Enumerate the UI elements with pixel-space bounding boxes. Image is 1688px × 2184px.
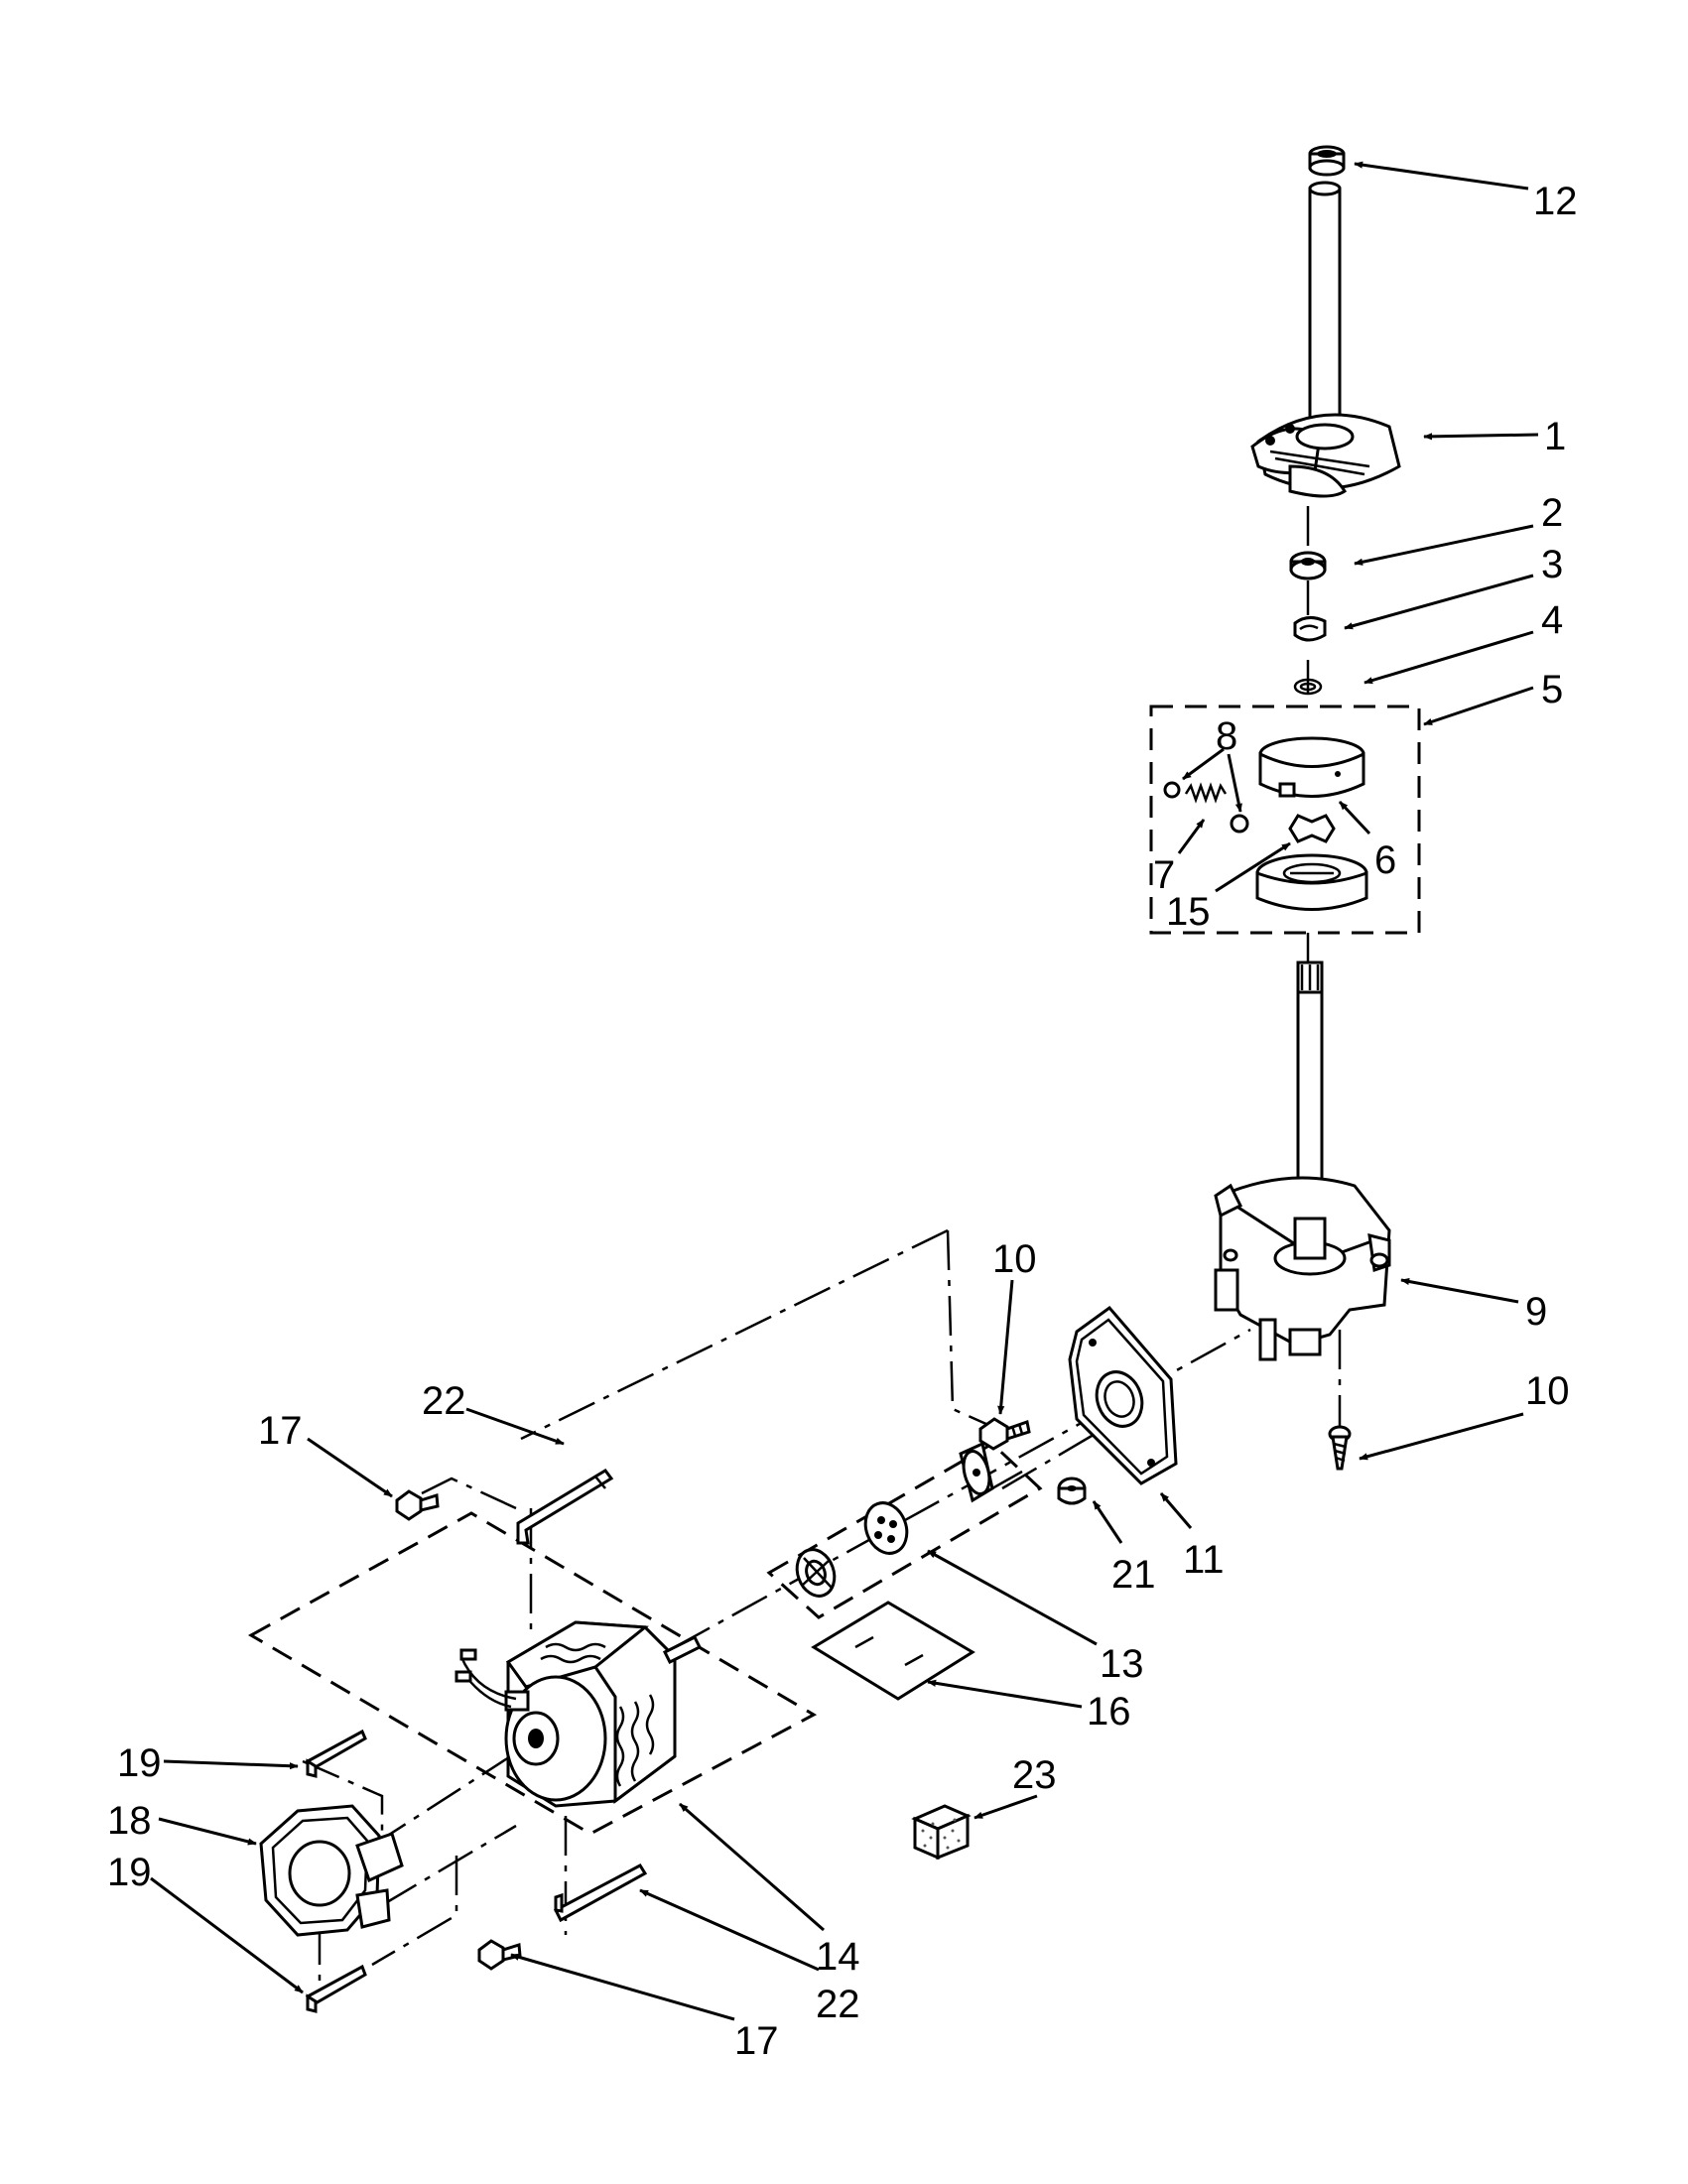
part-17-screw-lower xyxy=(477,1939,522,1971)
callout-22-upper: 22 xyxy=(422,1379,466,1423)
grouping-boxes xyxy=(247,705,1421,1836)
leader-arrows xyxy=(150,161,1539,2021)
callout-4: 4 xyxy=(1541,598,1563,642)
callout-labels: 12 1 2 3 4 5 8 7 6 15 10 9 10 22 17 21 1… xyxy=(107,180,1578,2063)
callout-19-upper: 19 xyxy=(117,1741,162,1785)
callout-6: 6 xyxy=(1374,838,1396,882)
callout-9: 9 xyxy=(1525,1290,1547,1334)
part-2-washer xyxy=(1289,551,1327,580)
callout-19-lower: 19 xyxy=(107,1851,152,1894)
part-9-gearcase xyxy=(1214,1176,1391,1361)
part-11-mounting-plate xyxy=(1068,1305,1178,1485)
part-23-foam-block xyxy=(911,1804,972,1861)
part-18-drain-pump xyxy=(259,1804,404,1937)
callout-10-lower: 10 xyxy=(1525,1369,1570,1413)
callout-23: 23 xyxy=(1012,1753,1057,1797)
callout-1: 1 xyxy=(1544,415,1566,458)
callout-5: 5 xyxy=(1541,668,1563,711)
callout-11: 11 xyxy=(1183,1538,1225,1582)
callout-22-lower: 22 xyxy=(816,1983,860,2026)
part-10-screw-upper xyxy=(978,1417,1031,1451)
callout-3: 3 xyxy=(1541,543,1563,586)
callout-12: 12 xyxy=(1533,180,1578,223)
callout-8: 8 xyxy=(1216,714,1237,758)
callout-21: 21 xyxy=(1111,1553,1156,1597)
coupling-assembly-box xyxy=(766,1442,1043,1619)
callout-17-lower: 17 xyxy=(734,2019,779,2063)
part-10-screw-lower xyxy=(1328,1425,1352,1471)
assembly-lines xyxy=(302,506,1342,1990)
callout-17-upper: 17 xyxy=(258,1409,303,1453)
part-13-drive-coupling xyxy=(795,1441,994,1598)
part-19-clip-upper xyxy=(305,1729,367,1778)
callout-18: 18 xyxy=(107,1799,152,1843)
callout-13: 13 xyxy=(1100,1642,1144,1686)
part-3-clip xyxy=(1293,616,1327,642)
part-22-bracket-upper xyxy=(516,1469,614,1545)
callout-7: 7 xyxy=(1153,853,1175,897)
part-19-clip-lower xyxy=(305,1964,367,2013)
motor-assembly-box xyxy=(247,1511,818,1836)
part-4-retaining-ring xyxy=(1293,678,1323,696)
part-12-seal-cap xyxy=(1308,145,1346,177)
part-17-screw-upper xyxy=(395,1489,440,1521)
callout-14: 14 xyxy=(816,1935,860,1979)
callout-15: 15 xyxy=(1166,890,1211,934)
part-15-clutch-hub xyxy=(1255,814,1368,911)
part-6-clutch-ring xyxy=(1258,736,1365,798)
part-1-agitator-shaft-and-drive-hub xyxy=(1250,181,1401,498)
callout-16: 16 xyxy=(1087,1690,1131,1734)
callout-10-upper: 10 xyxy=(992,1237,1037,1281)
clutch-assembly-box xyxy=(1149,705,1421,935)
part-7-spring-and-8-balls xyxy=(1163,781,1249,834)
part-16-shield-plate xyxy=(811,1601,975,1701)
part-22-bracket-lower xyxy=(554,1863,648,1923)
callout-2: 2 xyxy=(1541,491,1563,535)
part-14-drive-motor xyxy=(454,1620,703,1808)
part-21-nut xyxy=(1057,1477,1087,1505)
